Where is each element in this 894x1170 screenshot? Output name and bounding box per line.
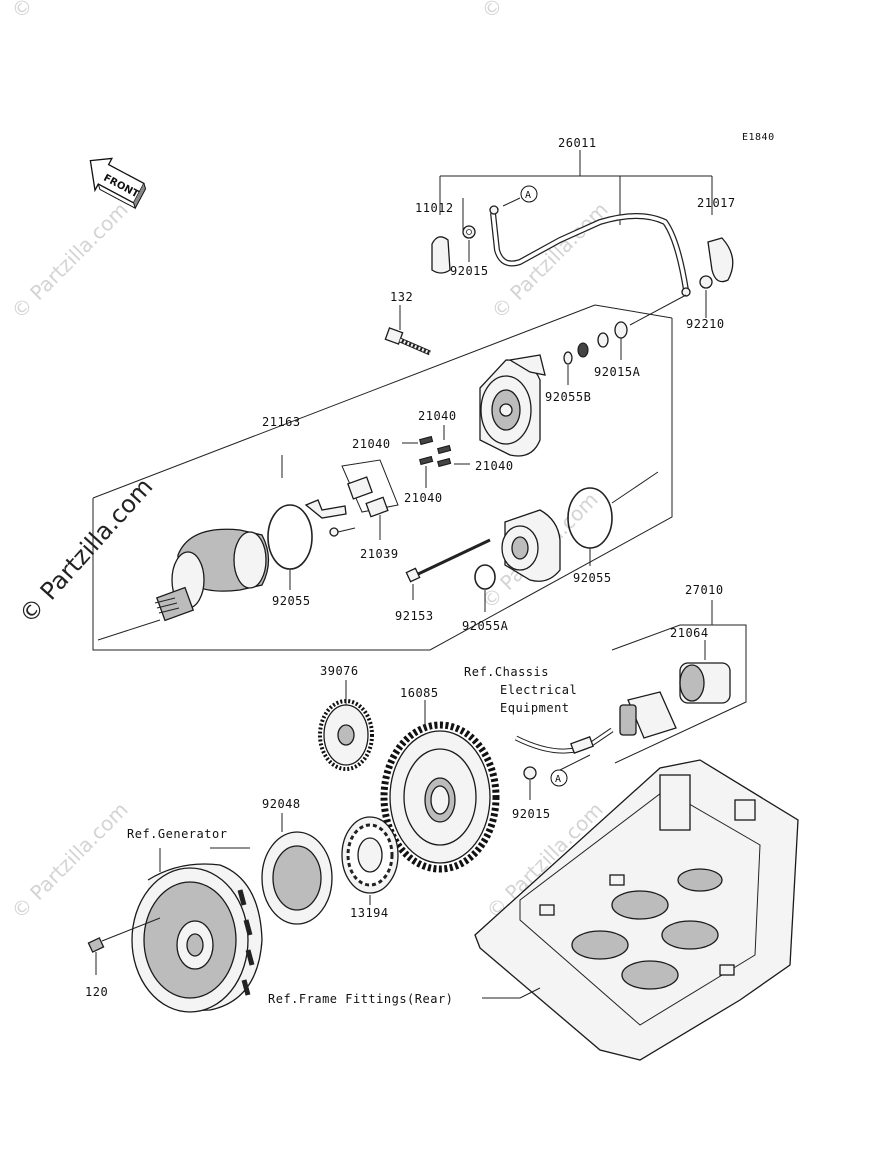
marker-a <box>520 185 538 203</box>
diagram-code: E1840 <box>742 132 775 143</box>
terminal-hardware <box>563 294 687 385</box>
part-label: 92015 <box>450 264 489 278</box>
o-ring-92055-left <box>267 504 313 570</box>
part-label: 21163 <box>262 415 301 429</box>
front-arrow-icon: FRONT <box>89 157 147 210</box>
motor-body <box>97 528 270 641</box>
part-label: 92015 <box>512 807 551 821</box>
gear-16085 <box>380 700 500 873</box>
frame-fitting-rear <box>474 759 799 1061</box>
generator-rotor <box>131 847 263 1013</box>
front-cover <box>474 509 561 612</box>
part-label: 132 <box>390 290 413 304</box>
relay-box: A <box>514 600 747 800</box>
ref-generator-label: Ref.Generator <box>127 827 227 841</box>
through-bolt <box>405 538 491 600</box>
watermark: © Partzilla.com <box>7 0 133 24</box>
part-label: 21039 <box>360 547 399 561</box>
ref-chassis-label: Equipment <box>500 701 570 715</box>
part-label: 92055 <box>272 594 311 608</box>
part-label: 21017 <box>697 196 736 210</box>
part-label: 92210 <box>686 317 725 331</box>
ref-frame-label: Ref.Frame Fittings(Rear) <box>268 992 453 1006</box>
part-label: 92153 <box>395 609 434 623</box>
marker-a-label: A <box>555 774 562 785</box>
watermark-group: © Partzilla.com © Partzilla.com © Partzi… <box>7 0 613 924</box>
ref-chassis-label: Electrical <box>500 683 577 697</box>
brush-springs <box>402 425 470 488</box>
part-label: 92015A <box>594 365 641 379</box>
part-label: 21064 <box>670 626 709 640</box>
part-label: 92048 <box>262 797 301 811</box>
part-label: 21040 <box>418 409 457 423</box>
part-label: 27010 <box>685 583 724 597</box>
starter-motor-box <box>92 304 673 651</box>
part-label: 16085 <box>400 686 439 700</box>
part-label: 120 <box>85 985 108 999</box>
part-label: 13194 <box>350 906 389 920</box>
watermark: © Partzilla.com <box>7 797 133 923</box>
watermark: © Partzilla.com <box>7 197 133 323</box>
plate-92048 <box>261 813 333 925</box>
part-label: 92055B <box>545 390 591 404</box>
part-label: 39076 <box>320 664 359 678</box>
ref-chassis-label: Ref.Chassis <box>464 665 549 679</box>
brush-holder <box>304 459 399 540</box>
watermark-large: © Partzilla.com <box>14 473 159 629</box>
part-label: 92055A <box>462 619 509 633</box>
part-label: 21040 <box>352 437 391 451</box>
bolt-120 <box>87 917 161 975</box>
bolt-132 <box>384 305 431 356</box>
end-cover <box>479 354 546 457</box>
part-label: 26011 <box>558 136 597 150</box>
gear-39076 <box>318 680 374 771</box>
part-label: 21040 <box>475 459 514 473</box>
part-label: 92055 <box>573 571 612 585</box>
cable-group: A <box>431 150 734 318</box>
watermark: © Partzilla.com <box>477 0 603 24</box>
part-label: 11012 <box>415 201 454 215</box>
part-label: 21040 <box>404 491 443 505</box>
marker-a <box>550 769 568 787</box>
one-way-clutch <box>341 816 399 905</box>
marker-a-label: A <box>525 190 532 201</box>
